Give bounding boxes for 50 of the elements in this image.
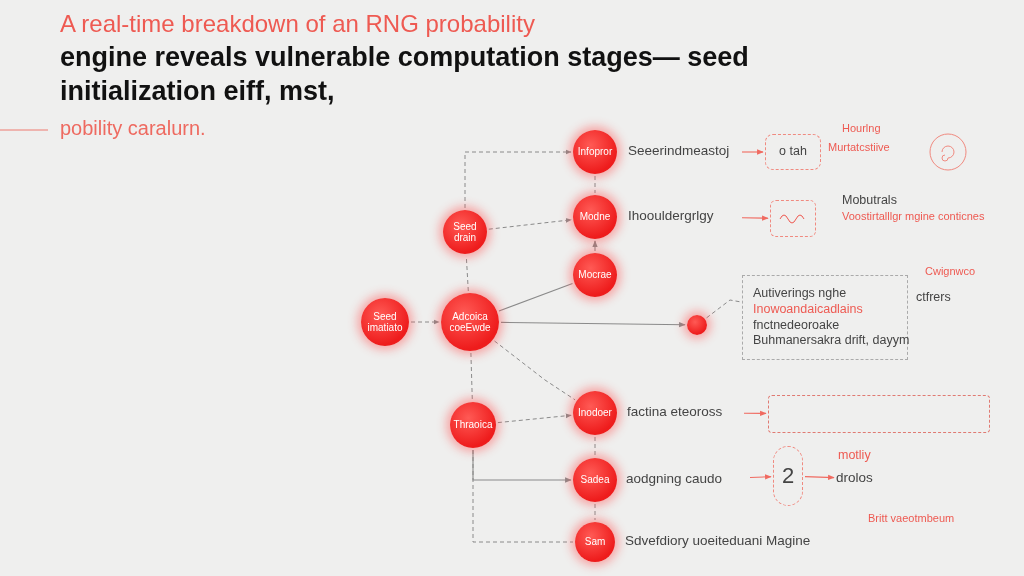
annotation-text: motliy xyxy=(838,448,871,463)
connector-arrow xyxy=(464,149,572,209)
stage-circle: Mocrae xyxy=(573,253,617,297)
stage-circle: Inodoer xyxy=(573,391,617,435)
note-text: Inowoandaicadlains xyxy=(753,301,863,318)
wave-box xyxy=(770,200,816,237)
stage-label: aodgning caudo xyxy=(626,471,723,488)
note-text: Buhmanersakra drift, dayym xyxy=(753,333,910,349)
stage-label: factina eteoross xyxy=(627,404,723,421)
connector-arrow xyxy=(741,149,764,155)
connector-arrow xyxy=(804,474,835,481)
stage-circle: Modne xyxy=(573,195,617,239)
stage-circle: Sam xyxy=(575,522,615,562)
stage-circle: Infopror xyxy=(573,130,617,174)
connector-arrow xyxy=(749,474,772,480)
stage-circle: Sadea xyxy=(573,458,617,502)
dot-marker xyxy=(687,315,707,335)
connector-arrow xyxy=(741,215,769,221)
title: engine reveals vulnerable computation stages— seed initialization eiff, mst, xyxy=(60,41,750,108)
annotation-text: Mobutrals xyxy=(842,193,897,208)
connector-arrow xyxy=(706,299,741,319)
heading-text: A real-time breakdown of an RNG probability xyxy=(60,10,535,39)
annotation-text: Voostirtalllgr mgine conticnes xyxy=(842,210,986,224)
annotation-text: Britt vaeotmbeum xyxy=(868,512,955,526)
subtitle-text: pobility caralurn. xyxy=(60,116,206,140)
stage-circle: Adcoica coeEwde xyxy=(441,293,499,351)
note-text: 2 xyxy=(781,462,795,490)
note-text: Autiverings nghe xyxy=(753,286,847,302)
dashed-note-box xyxy=(742,275,908,360)
connector-arrow xyxy=(497,413,572,424)
annotation-text: Murtatcstiive xyxy=(828,141,890,155)
connector-arrow xyxy=(488,218,572,230)
annotation-text: Cwignwco xyxy=(925,265,976,279)
note-text: fnctnedeoroake xyxy=(753,317,840,334)
stage-circle: Thraoica xyxy=(450,402,496,448)
stage-label: Sdvefdiory uoeiteduani Magine xyxy=(625,533,811,550)
connector-arrow xyxy=(592,240,598,252)
stage-label: Seeerindmeastoj xyxy=(628,143,730,160)
annotation-text: ctfrers xyxy=(916,290,951,305)
note-text: o tah xyxy=(779,144,807,160)
connector-arrow xyxy=(743,410,767,416)
stage-circle: Seed imatiato xyxy=(361,298,409,346)
connector-arrow xyxy=(410,319,440,325)
rounded-box xyxy=(765,134,821,170)
stage-circle: Seed drain xyxy=(443,210,487,254)
connector-arrow xyxy=(500,321,686,328)
annotation-text: Hourlng xyxy=(842,122,881,136)
stage-label: drolos xyxy=(836,470,873,487)
dashed-panel xyxy=(768,395,990,433)
stage-label: Ihoouldergrlgy xyxy=(628,208,714,225)
